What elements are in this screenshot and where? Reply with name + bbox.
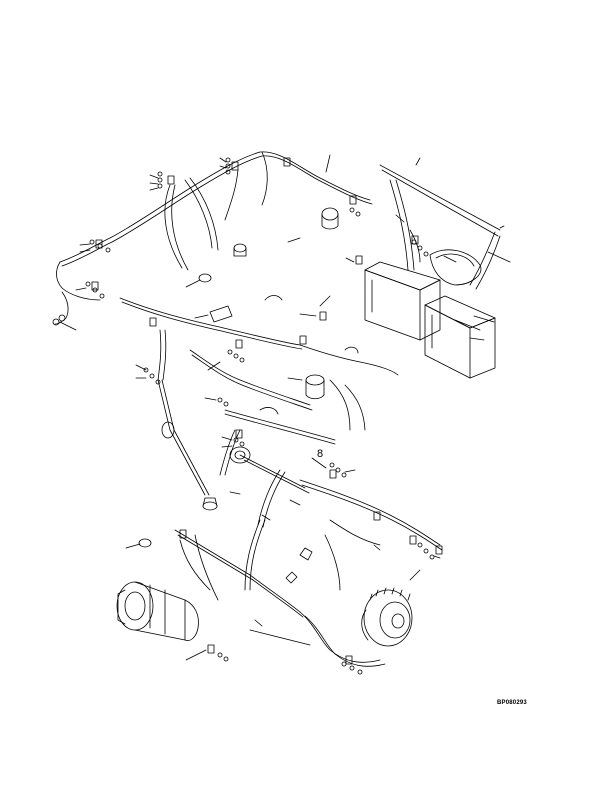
callout-number: 8	[317, 448, 323, 460]
fasteners	[52, 157, 435, 675]
alternator	[361, 587, 413, 647]
battery-cable-upper	[379, 164, 501, 290]
leader-lines	[59, 154, 511, 661]
sensors	[138, 207, 359, 584]
battery-left	[364, 249, 482, 341]
battery-right	[424, 295, 496, 379]
upper-harness	[54, 151, 373, 350]
figure-reference-code: BP080293	[497, 700, 527, 706]
starter-motor	[116, 581, 199, 641]
lower-harness	[174, 469, 443, 667]
clips	[91, 157, 443, 665]
middle-harness	[157, 329, 399, 496]
